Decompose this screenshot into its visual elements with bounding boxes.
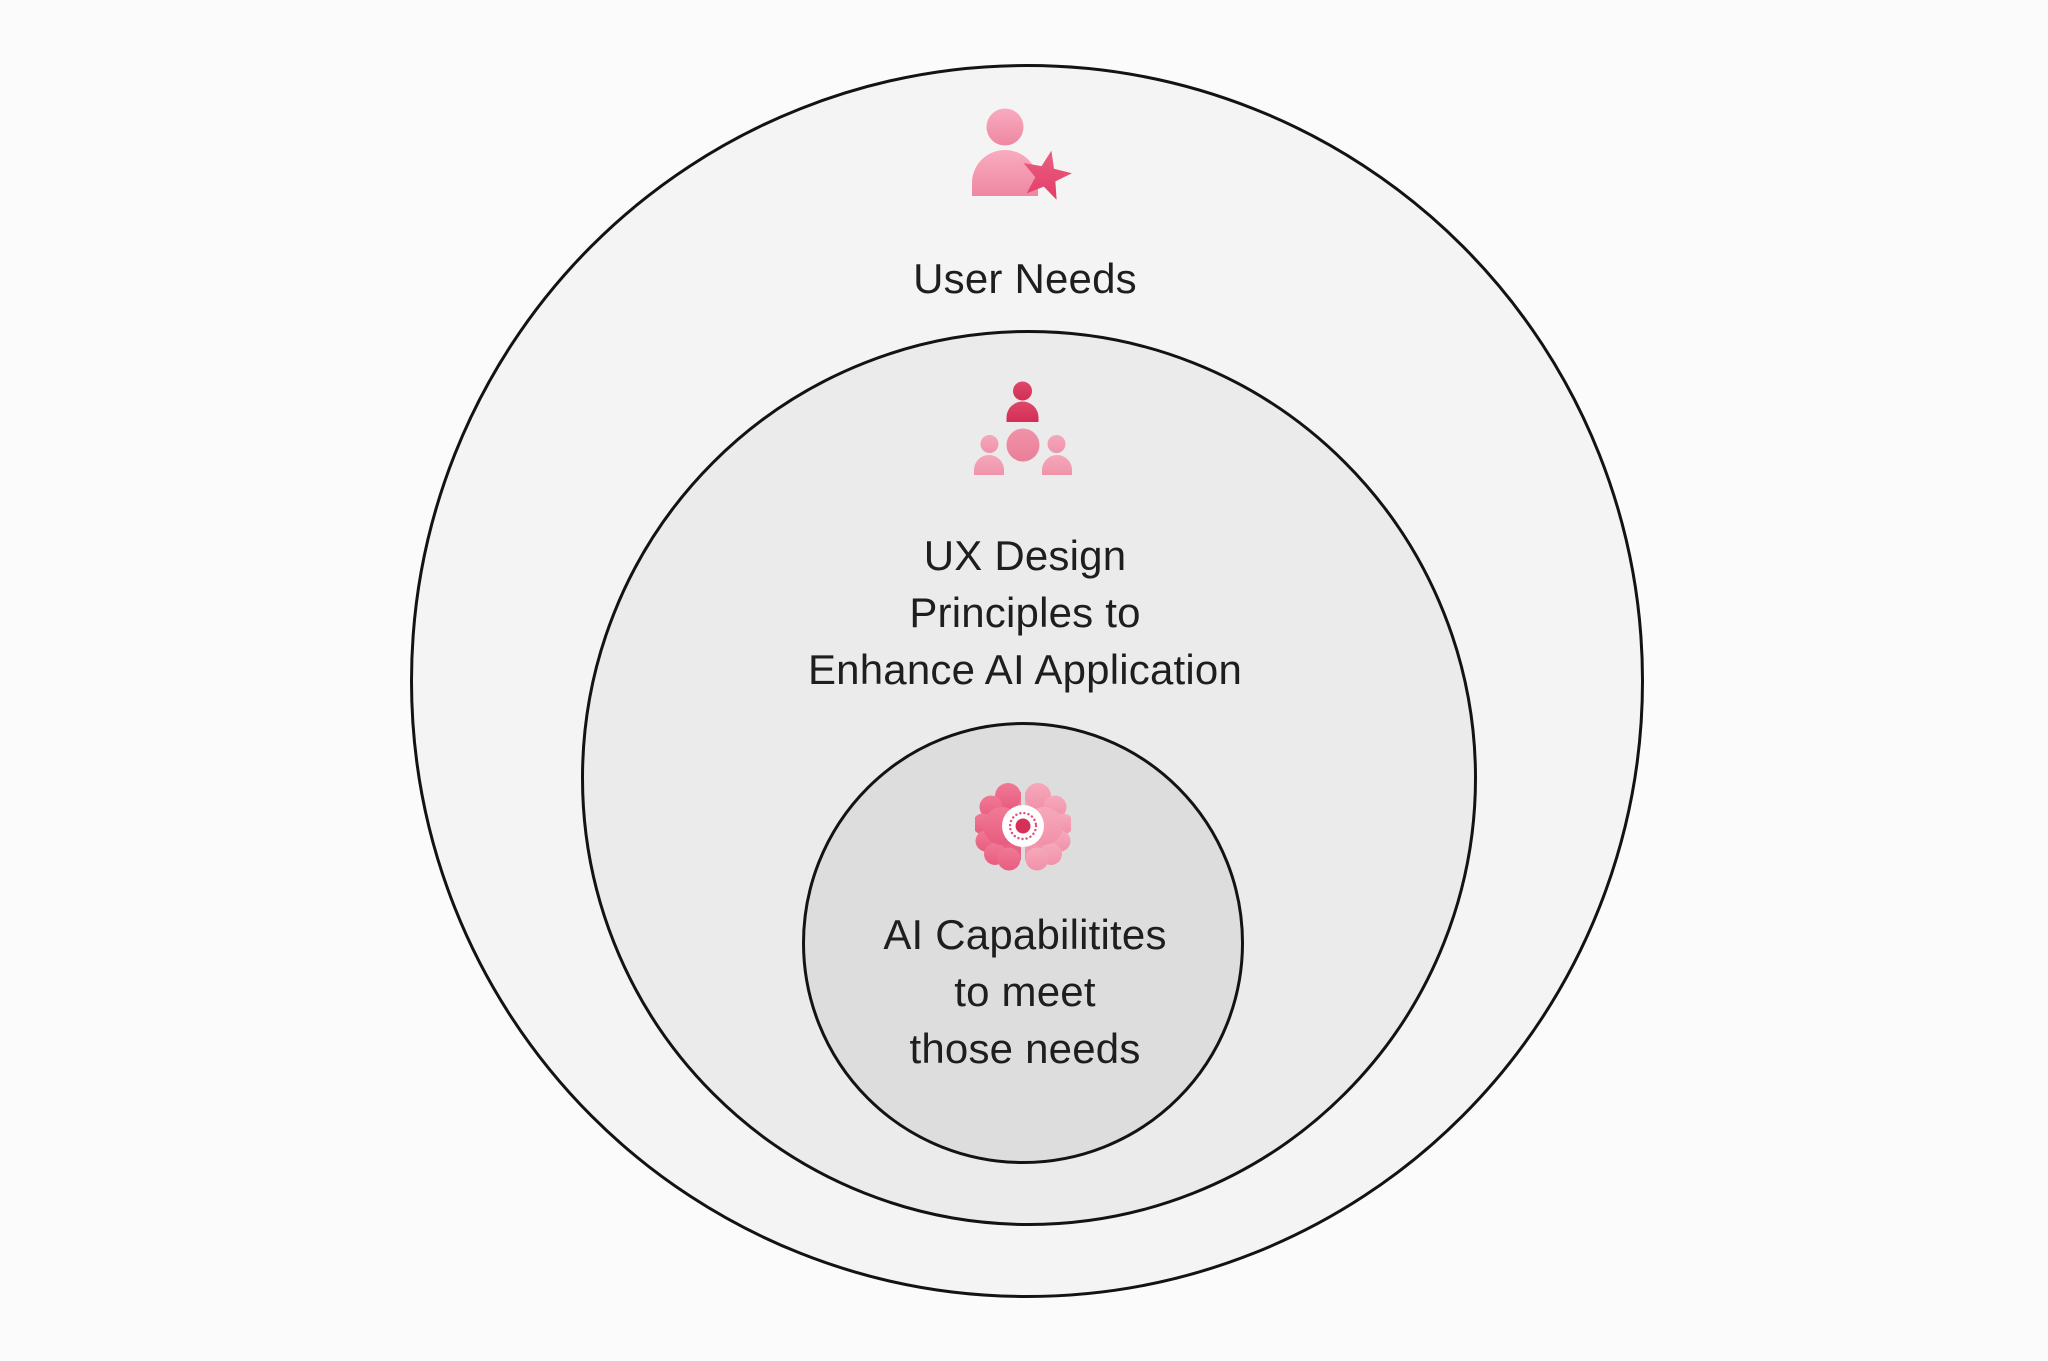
middle-ring-label: UX Design Principles to Enhance AI Appli… xyxy=(808,527,1242,698)
user-star-icon xyxy=(971,104,1075,209)
middle-ring-label-line1: UX Design xyxy=(923,532,1127,579)
inner-ring-label-line3: those needs xyxy=(909,1025,1141,1072)
inner-ring-label-line1: AI Capabilitites xyxy=(883,911,1167,958)
inner-ring-label-line2: to meet xyxy=(954,968,1096,1015)
user-group-icon xyxy=(973,381,1073,482)
ai-brain-icon xyxy=(972,780,1074,877)
middle-ring-label-line3: Enhance AI Application xyxy=(807,646,1243,693)
inner-circle-ai-capabilities xyxy=(802,722,1244,1164)
inner-ring-label: AI Capabilitites to meet those needs xyxy=(883,906,1166,1077)
middle-ring-label-line2: Principles to xyxy=(909,589,1141,636)
outer-ring-label: User Needs xyxy=(913,255,1137,302)
